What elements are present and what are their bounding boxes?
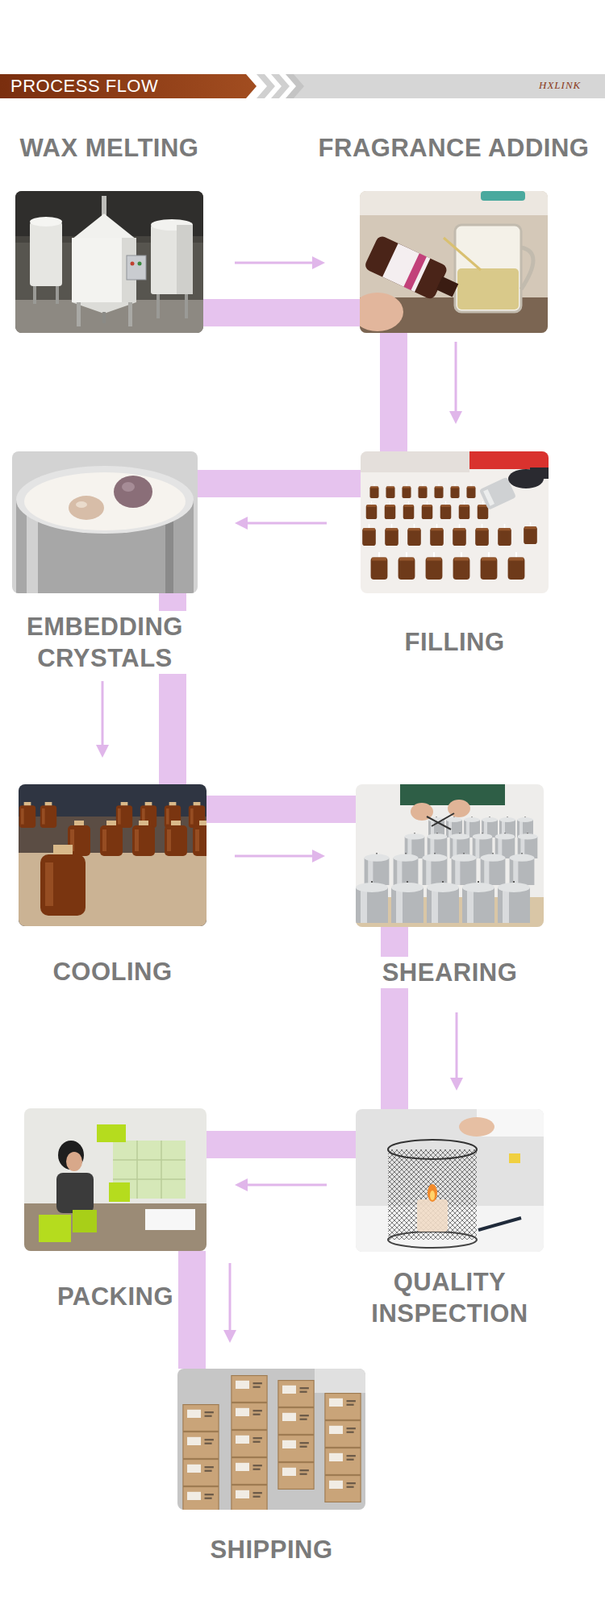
arrow-head xyxy=(312,256,326,270)
step-label: EMBEDDING CRYSTALS xyxy=(12,611,198,675)
section-title: PROCESS FLOW xyxy=(10,74,159,99)
step-label-group: COOLING xyxy=(47,956,177,989)
step-box: SHEARING xyxy=(355,784,544,928)
connector-line xyxy=(247,1184,327,1188)
connector-line xyxy=(229,1264,232,1331)
step-box: FRAGRANCE ADDING xyxy=(359,191,548,334)
filling-photo xyxy=(360,451,549,594)
step-label-group: QUALITY INSPECTION xyxy=(354,1267,546,1331)
step-label-group: PACKING xyxy=(52,1281,179,1314)
connector-line xyxy=(178,1251,206,1370)
arrow-head xyxy=(223,1331,237,1344)
connector-line xyxy=(380,927,409,1110)
step-box: QUALITY INSPECTION xyxy=(355,1109,544,1253)
shearing-photo xyxy=(355,784,544,928)
connector-line xyxy=(234,855,313,859)
step-label-group: SHEARING xyxy=(377,957,523,989)
step-box: PACKING xyxy=(24,1109,207,1252)
step-box: SHIPPING xyxy=(177,1369,366,1511)
step-label: SHEARING xyxy=(377,957,523,989)
arrow-head xyxy=(234,517,248,530)
step-box: EMBEDDING CRYSTALS xyxy=(12,451,198,594)
flow-connector xyxy=(394,927,464,1110)
quality-inspection-photo xyxy=(355,1109,544,1253)
flow-connector xyxy=(393,333,463,452)
step-label: PACKING xyxy=(52,1281,179,1314)
flow-connector xyxy=(197,484,361,530)
connector-line xyxy=(234,262,313,265)
connector-line xyxy=(101,681,105,746)
shipping-photo xyxy=(177,1369,366,1511)
fragrance-adding-photo xyxy=(359,191,548,334)
arrow-head xyxy=(312,850,326,864)
connector-line xyxy=(203,299,360,327)
flow-connector xyxy=(206,809,356,864)
step-label-group: WAX MELTING xyxy=(15,132,205,164)
wax-melting-photo xyxy=(15,191,204,334)
connector-line xyxy=(379,333,408,452)
packing-photo xyxy=(24,1109,207,1252)
connector-line xyxy=(247,522,327,526)
step-label: QUALITY INSPECTION xyxy=(354,1267,546,1331)
arrow-head xyxy=(234,1179,248,1193)
step-label: WAX MELTING xyxy=(15,132,205,164)
flow-connector xyxy=(191,1251,237,1370)
arrow-head xyxy=(95,745,109,759)
step-label: COOLING xyxy=(47,956,177,989)
step-box: FILLING xyxy=(360,451,549,594)
step-label: SHIPPING xyxy=(204,1535,338,1567)
connector-line xyxy=(197,470,361,498)
step-label-group: FRAGRANCE ADDING xyxy=(313,132,595,164)
step-box: COOLING xyxy=(18,784,207,927)
step-label-group: EMBEDDING CRYSTALS xyxy=(12,611,198,675)
arrow-head xyxy=(449,411,463,425)
flow-connector xyxy=(203,256,360,313)
step-label-group: SHIPPING xyxy=(204,1535,338,1567)
step-label: FILLING xyxy=(399,626,510,659)
flow-connector xyxy=(206,1145,356,1193)
embedding-crystals-photo xyxy=(12,451,198,594)
connector-line xyxy=(206,1131,356,1160)
step-box: WAX MELTING xyxy=(15,191,204,334)
step-label-group: FILLING xyxy=(399,626,510,659)
watermark: HXLINK xyxy=(538,77,581,94)
step-label: FRAGRANCE ADDING xyxy=(313,132,595,164)
arrow-head xyxy=(450,1078,464,1092)
connector-line xyxy=(455,1013,459,1079)
connector-line xyxy=(454,342,458,412)
connector-line xyxy=(206,796,356,824)
cooling-photo xyxy=(18,784,207,927)
